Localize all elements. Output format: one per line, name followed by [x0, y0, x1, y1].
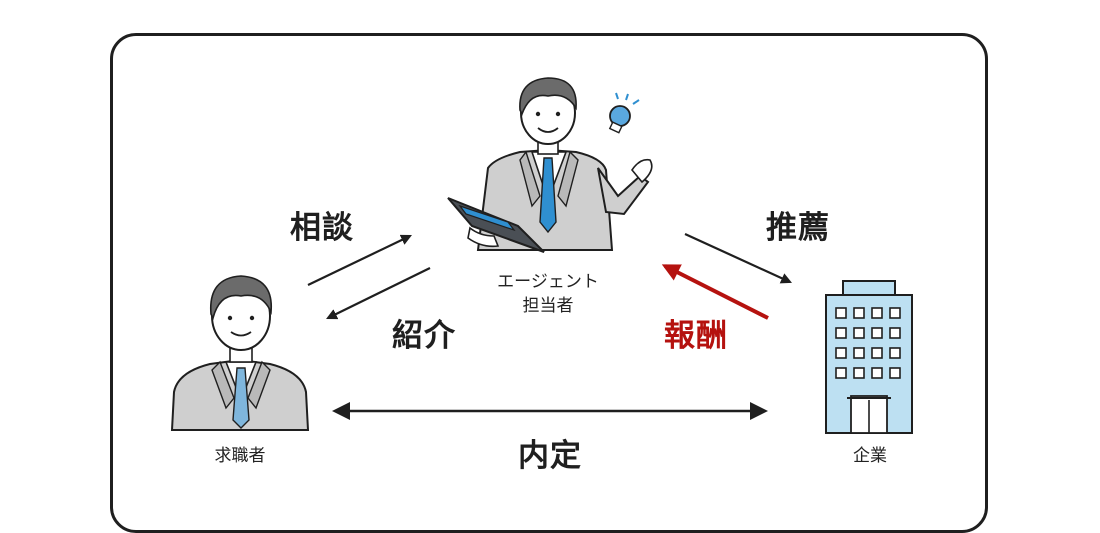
lightbulb-icon	[608, 92, 640, 134]
reward-label: 報酬	[664, 318, 728, 354]
agent-label-line1: エージェント	[497, 272, 599, 292]
company-label: 企業	[853, 446, 887, 466]
reward-arrow	[661, 264, 769, 320]
building-icon	[825, 280, 913, 434]
recommend-arrow	[684, 232, 793, 284]
consult-arrow	[307, 234, 412, 286]
job-seeker-figure	[170, 275, 310, 431]
introduce-arrow	[326, 267, 431, 320]
introduce-label: 紹介	[392, 318, 456, 354]
agent-figure	[447, 77, 653, 253]
agent-label: エージェント 担当者	[478, 270, 618, 318]
agent-label-line2: 担当者	[522, 296, 574, 316]
offer-arrow	[332, 402, 768, 420]
diagram-canvas	[170, 77, 913, 434]
recommend-label: 推薦	[766, 210, 830, 246]
job-seeker-label: 求職者	[214, 446, 266, 466]
consult-label: 相談	[290, 210, 354, 246]
offer-label: 内定	[518, 438, 582, 474]
